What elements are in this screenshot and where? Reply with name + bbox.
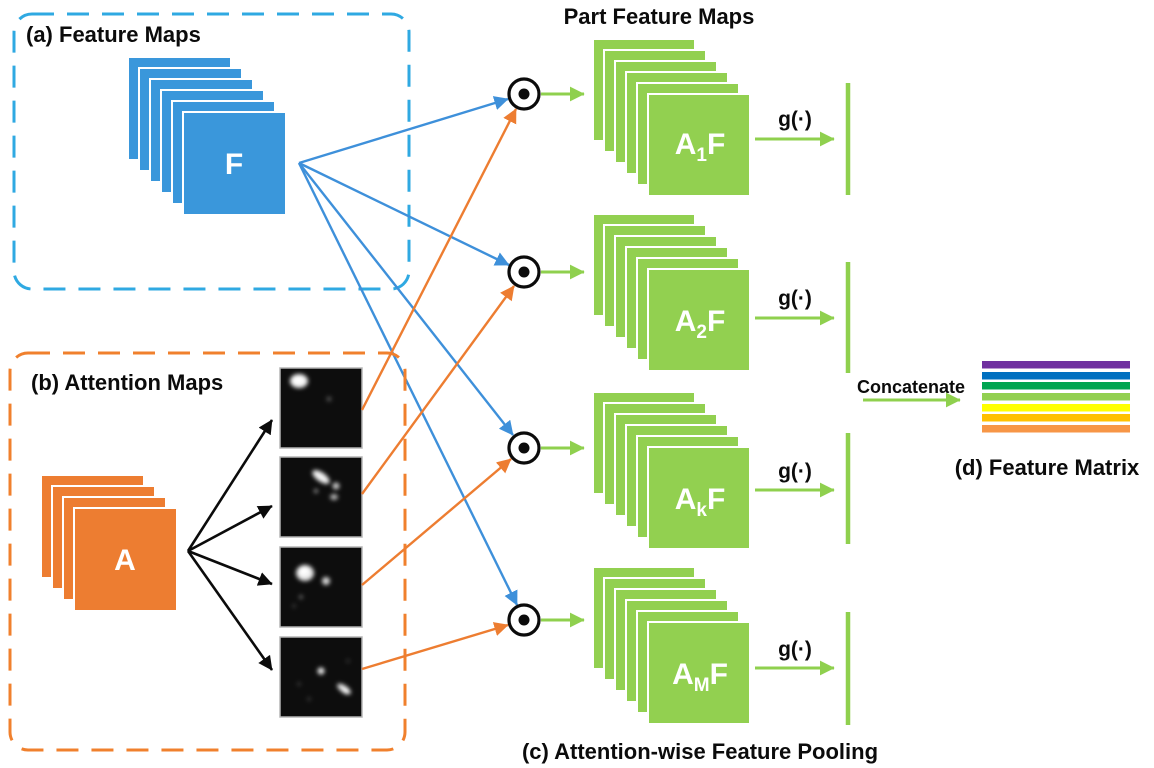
feature-map-stack [127, 56, 287, 216]
multiply-operator-icon-2 [507, 255, 541, 289]
part-feature-layer [647, 268, 751, 372]
multiply-operator-icon-4 [507, 603, 541, 637]
feature-matrix-bar-2 [982, 372, 1130, 380]
feature-arrow-2 [298, 161, 510, 267]
multiply-operator-icon-3 [507, 431, 541, 465]
feature-matrix-bar-7 [982, 425, 1130, 433]
concatenate-label: Concatenate [857, 377, 965, 397]
panel-a-box [12, 12, 411, 291]
attention-arrow-2 [187, 504, 273, 553]
feature-matrix-bar-3 [982, 382, 1130, 390]
feature-arrow-3 [298, 162, 514, 436]
pool-fn-label-2: g(·) [778, 287, 812, 310]
panel-b-box [8, 351, 407, 752]
attention-map-stack [40, 474, 178, 612]
attention-feature-arrow-4 [361, 622, 509, 671]
attention-feature-arrow-2 [361, 285, 515, 495]
panel-c-label: (c) Attention-wise Feature Pooling [522, 739, 878, 764]
panel-d-label: (d) Feature Matrix [955, 455, 1140, 480]
feature-matrix-bar-1 [982, 361, 1130, 369]
part-feature-layer [647, 621, 751, 725]
part-feature-label-3: AkF [675, 483, 726, 521]
part-feature-layer [647, 93, 751, 197]
part-feature-label-4: AMF [672, 658, 728, 696]
feature-arrow-1 [298, 96, 509, 165]
attention-map-layer [73, 507, 178, 612]
part-feature-layer [647, 446, 751, 550]
multiply-operator-icon-1 [507, 77, 541, 111]
tensor-f-label: F [225, 148, 243, 181]
attention-map-image-1 [279, 367, 363, 449]
part-feature-stack-2 [592, 213, 751, 372]
part-feature-maps-title: Part Feature Maps [564, 4, 755, 29]
feature-matrix-bar-5 [982, 404, 1130, 412]
attention-arrow-4 [186, 550, 274, 671]
attention-arrow-3 [187, 549, 273, 586]
attention-map-image-3 [279, 546, 363, 628]
feature-matrix-bar-6 [982, 414, 1130, 422]
tensor-a-label: A [114, 544, 136, 577]
part-feature-label-1: A1F [675, 128, 726, 166]
part-feature-stack-1 [592, 38, 751, 197]
panel-b-label: (b) Attention Maps [31, 370, 223, 395]
panel-a-label: (a) Feature Maps [26, 22, 201, 47]
feature-arrow-4 [297, 162, 519, 606]
attention-feature-arrow-3 [361, 458, 512, 586]
part-feature-stack-4 [592, 566, 751, 725]
feature-map-layer [182, 111, 287, 216]
part-feature-label-2: A2F [675, 305, 726, 343]
part-feature-stack-3 [592, 391, 751, 550]
pool-fn-label-4: g(·) [778, 638, 812, 661]
pool-fn-label-1: g(·) [778, 108, 812, 131]
attention-arrow-1 [186, 419, 274, 552]
attention-feature-arrow-1 [360, 108, 518, 411]
pool-fn-label-3: g(·) [778, 460, 812, 483]
feature-matrix-bar-4 [982, 393, 1130, 401]
attention-map-image-2 [279, 456, 363, 538]
attention-map-image-4 [279, 636, 363, 718]
